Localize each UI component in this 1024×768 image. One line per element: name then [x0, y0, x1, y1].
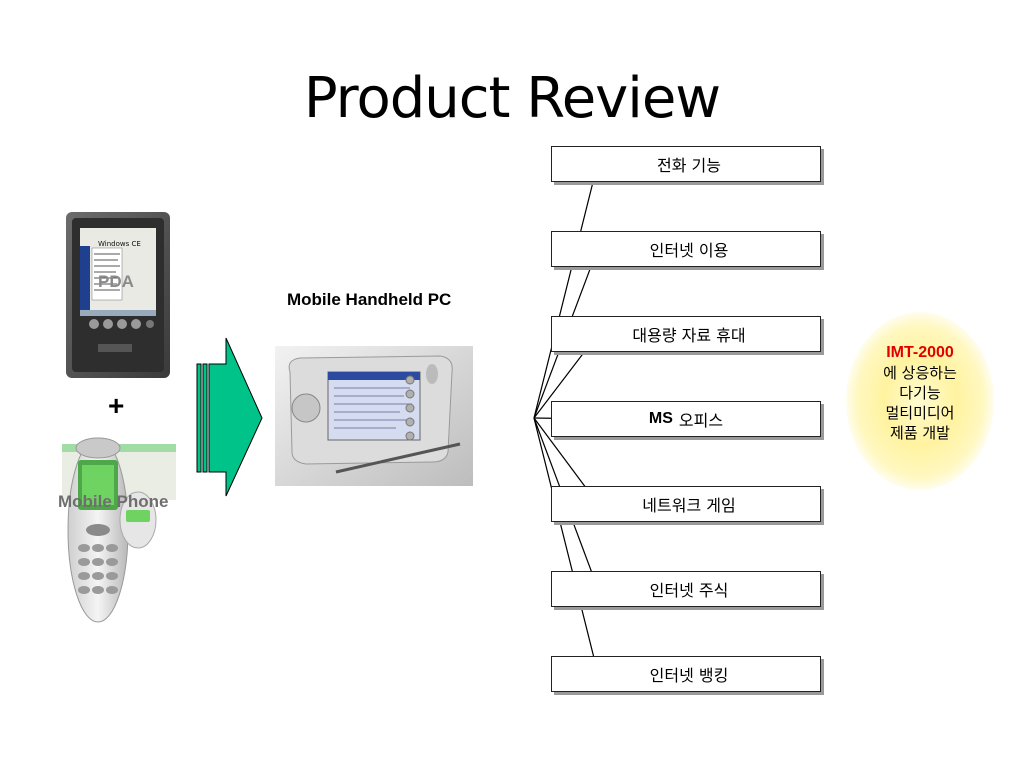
handheld-pc-image	[275, 346, 473, 486]
feature-box-banking: 인터넷 뱅킹	[551, 656, 821, 692]
imt-line: 멀티미디어	[885, 404, 955, 422]
feature-box-phone: 전화 기능	[551, 146, 821, 182]
feature-label: 인터넷 이용	[649, 241, 729, 260]
feature-label: 인터넷 뱅킹	[649, 666, 729, 685]
feature-bold: MS	[648, 410, 673, 427]
imt-line: 에 상응하는	[883, 364, 957, 382]
phone-image	[62, 437, 176, 623]
feature-label: 전화 기능	[657, 156, 721, 175]
plus-sign: +	[108, 390, 125, 421]
feature-box-ms-office: MS 오피스	[551, 401, 821, 437]
slide-title: Product Review	[303, 66, 721, 131]
feature-box-network-game: 네트워크 게임	[551, 486, 821, 522]
feature-box-stocks: 인터넷 주식	[551, 571, 821, 607]
feature-label: 인터넷 주식	[649, 581, 729, 600]
feature-box-internet: 인터넷 이용	[551, 231, 821, 267]
mobile-phone-label: Mobile Phone	[58, 492, 169, 511]
imt-glow-burst	[846, 312, 994, 490]
feature-label: 오피스	[678, 411, 724, 430]
feature-label: 네트워크 게임	[642, 496, 736, 515]
feature-label: 대용량 자료 휴대	[632, 326, 746, 345]
windows-ce-text: Windows CE	[98, 240, 141, 248]
feature-box-storage: 대용량 자료 휴대	[551, 316, 821, 352]
imt-line: 제품 개발	[890, 424, 950, 442]
imt-callout: IMT-2000 에 상응하는 다기능 멀티미디어 제품 개발	[846, 343, 994, 443]
pda-label: PDA	[98, 272, 134, 291]
green-arrow-icon	[196, 337, 263, 497]
pda-image: Windows CE	[66, 212, 170, 378]
imt-line: 다기능	[899, 384, 941, 402]
imt-title: IMT-2000	[886, 344, 954, 361]
handheld-pc-label: Mobile Handheld PC	[287, 290, 452, 309]
